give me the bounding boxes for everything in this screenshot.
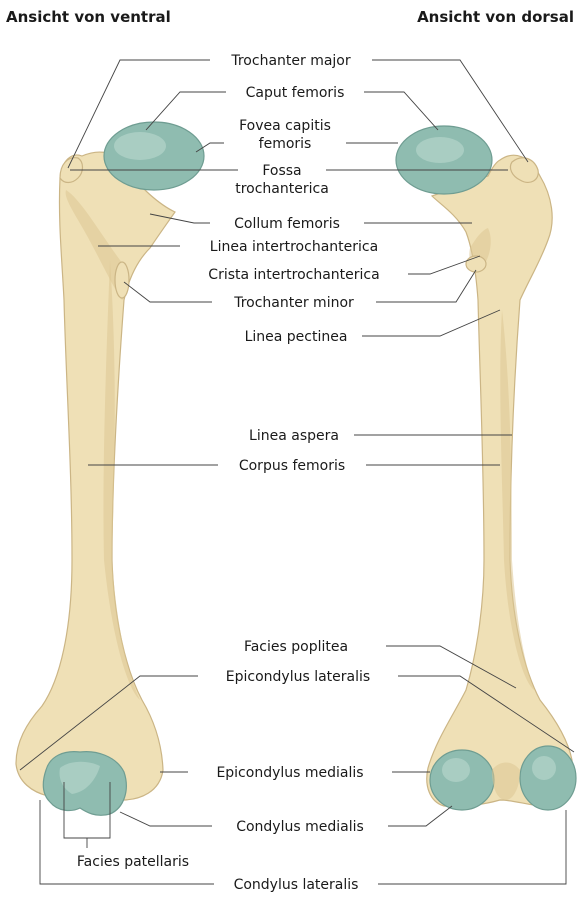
label-epicondylus-lateralis: Epicondylus lateralis: [226, 669, 370, 685]
label-fossa-line1: Fossa: [262, 163, 301, 179]
label-linea-aspera: Linea aspera: [249, 428, 339, 444]
label-epicondylus-medialis: Epicondylus medialis: [216, 765, 363, 781]
caput-highlight-dorsal: [416, 137, 464, 163]
label-fovea-line1: Fovea capitis: [239, 118, 331, 134]
leader-condylus-lateralis-right: [378, 810, 566, 884]
femur-dorsal: [396, 126, 576, 810]
label-fossa-line2: trochanterica: [235, 181, 329, 197]
femur-dorsal-bone: [427, 155, 572, 806]
label-linea-intertrochanterica: Linea intertrochanterica: [210, 239, 378, 255]
leader-condylus-medialis-right: [388, 806, 452, 826]
trochanter-minor-ventral: [115, 262, 129, 298]
caput-highlight-ventral: [114, 132, 166, 160]
label-trochanter-minor: Trochanter minor: [233, 295, 354, 311]
view-title-dorsal: Ansicht von dorsal: [417, 8, 574, 26]
label-crista-intertrochanterica: Crista intertrochanterica: [208, 267, 379, 283]
label-trochanter-major: Trochanter major: [230, 53, 351, 69]
leader-condylus-lateralis-left: [40, 800, 214, 884]
label-facies-patellaris: Facies patellaris: [77, 854, 189, 870]
label-fovea-line2: femoris: [259, 136, 312, 152]
leader-trochanter-minor-right: [376, 270, 476, 302]
condyle-highlight-lateral: [532, 756, 556, 780]
femur-ventral: [16, 122, 204, 815]
label-facies-poplitea: Facies poplitea: [244, 639, 348, 655]
label-condylus-medialis: Condylus medialis: [236, 819, 364, 835]
label-corpus-femoris: Corpus femoris: [239, 458, 345, 474]
leader-trochanter-minor-left: [124, 282, 212, 302]
leader-condylus-medialis-left: [120, 812, 212, 826]
condyle-highlight-medial: [442, 758, 470, 782]
label-linea-pectinea: Linea pectinea: [245, 329, 348, 345]
leader-caput-right: [364, 92, 438, 130]
label-collum-femoris: Collum femoris: [234, 216, 340, 232]
trochanter-minor-dorsal: [466, 256, 486, 272]
label-caput-femoris: Caput femoris: [246, 85, 345, 101]
label-condylus-lateralis: Condylus lateralis: [234, 877, 359, 893]
view-title-ventral: Ansicht von ventral: [6, 8, 171, 26]
